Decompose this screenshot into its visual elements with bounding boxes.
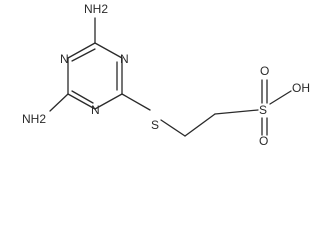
hydroxyl-label: OH (292, 81, 310, 95)
bond-c3-amino (49, 93, 69, 112)
bond-n3-c1-double (71, 48, 96, 62)
thioether-s-label: S (151, 118, 159, 132)
bond-s-ch2 (160, 119, 186, 137)
sulfonyl-o-bottom: O (259, 134, 268, 148)
ring-n-1: N (120, 52, 129, 66)
bond-n3-c1 (67, 42, 96, 59)
amino-label-top: NH2 (84, 2, 108, 16)
sulfonyl-s-label: S (259, 103, 267, 117)
sulfonyl-o-top: O (260, 64, 269, 78)
bond-c2-n2 (94, 93, 123, 110)
bond-so3-oh (269, 90, 292, 105)
bond-n2-c3 (67, 93, 96, 110)
bond-c2-s (121, 93, 151, 111)
amino-label-bottom: NH2 (22, 112, 46, 126)
bond-c1-n1 (94, 42, 123, 59)
bonds (49, 17, 292, 137)
ring-n-2: N (91, 103, 100, 117)
ring-n-3: N (60, 52, 69, 66)
bond-n2-c3-double (71, 90, 94, 104)
structure-diagram: NH2 NH2 N N N S S O O OH (22, 2, 310, 148)
atom-labels: NH2 NH2 N N N S S O O OH (22, 2, 310, 148)
bond-ch2-so3 (214, 109, 259, 115)
bond-ch2-ch2 (184, 113, 216, 137)
